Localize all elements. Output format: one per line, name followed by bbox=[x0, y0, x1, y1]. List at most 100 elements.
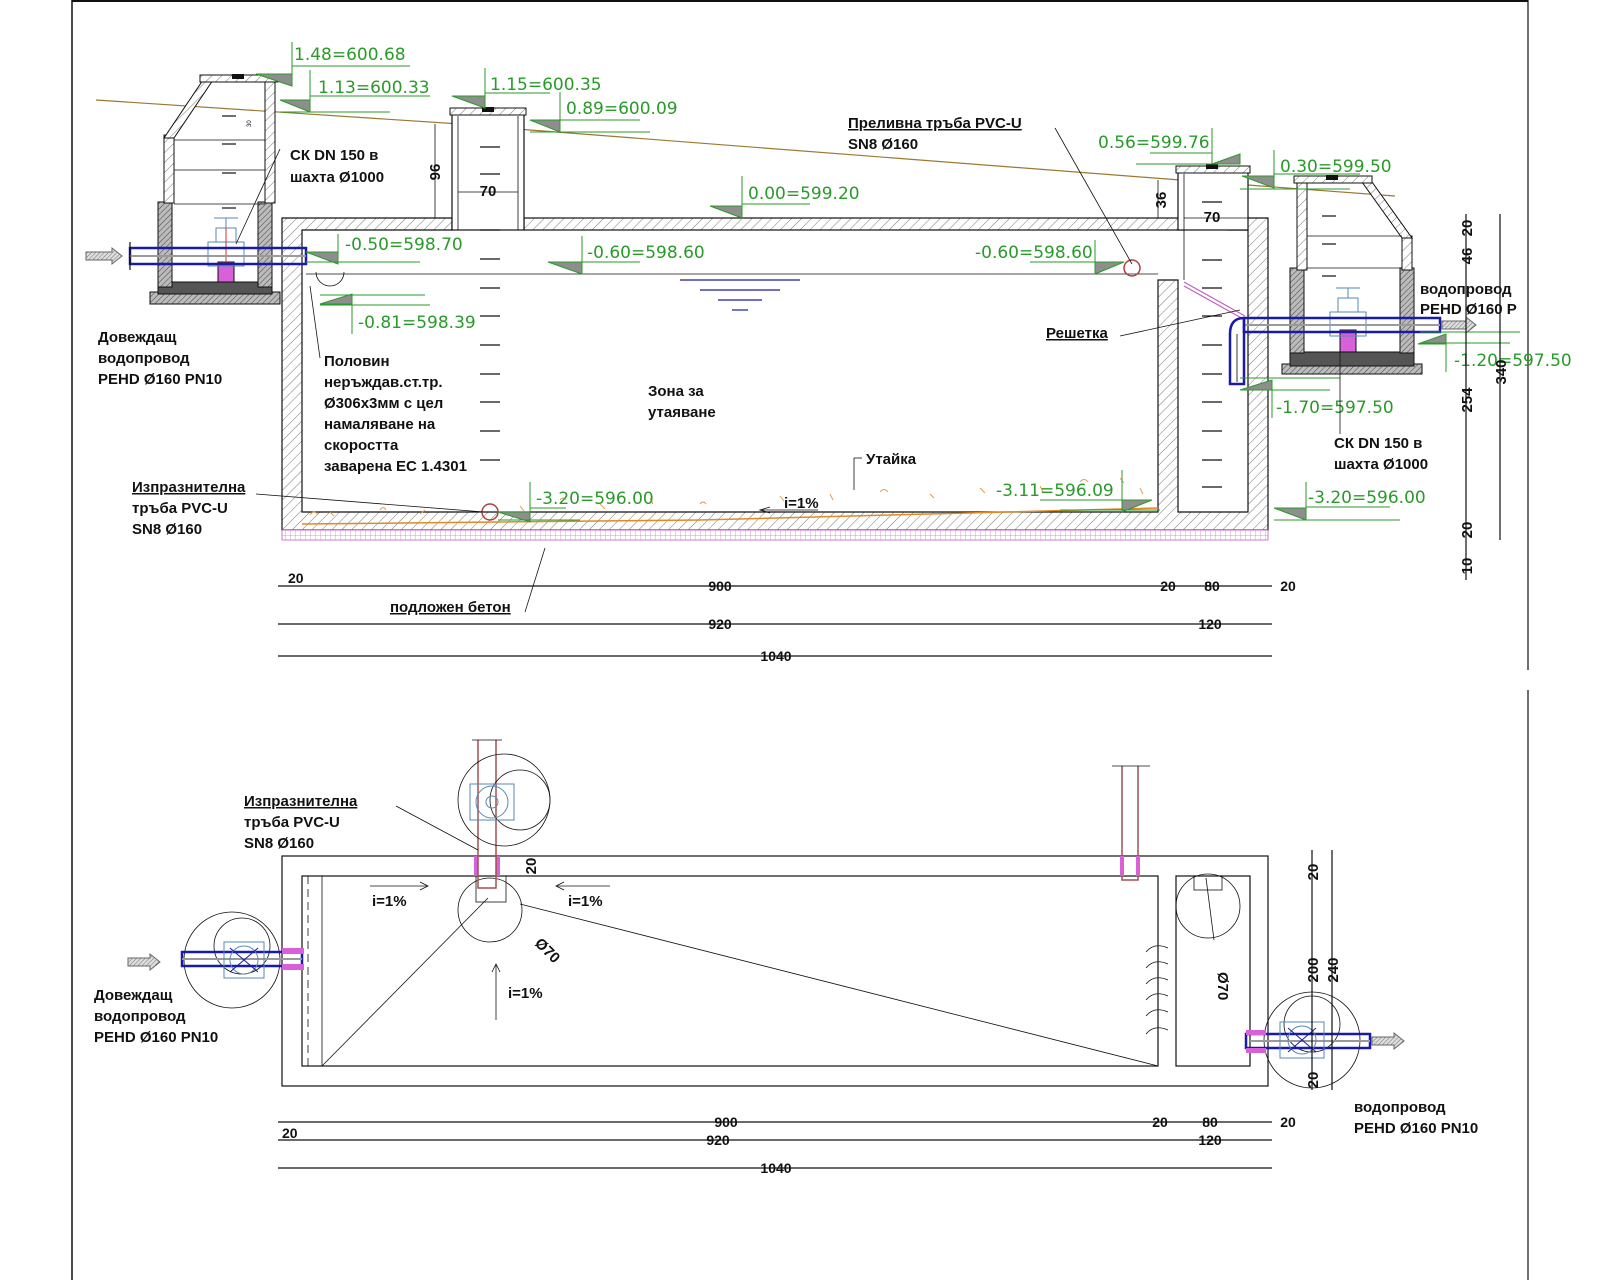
svg-text:-1.20=597.50: -1.20=597.50 bbox=[1454, 351, 1572, 371]
elevation-marker: -1.20=597.50 bbox=[1417, 331, 1572, 372]
svg-text:80: 80 bbox=[1204, 578, 1220, 594]
gate-valve-icon bbox=[207, 217, 245, 267]
svg-text:120: 120 bbox=[1198, 616, 1222, 632]
svg-text:PEHD Ø160 PN10: PEHD Ø160 PN10 bbox=[94, 1029, 218, 1046]
outlet-sump bbox=[1112, 765, 1241, 1035]
svg-text:1040: 1040 bbox=[760, 1160, 791, 1176]
overflow-pipe-label: Преливна тръба PVC-U bbox=[848, 115, 1022, 132]
sump-diameter-right: Ø70 bbox=[1214, 972, 1231, 1000]
svg-text:SN8 Ø160: SN8 Ø160 bbox=[132, 521, 202, 538]
riser1-width-dim: 70 bbox=[480, 183, 497, 200]
svg-text:20: 20 bbox=[1160, 578, 1176, 594]
svg-text:-0.81=598.39: -0.81=598.39 bbox=[358, 313, 476, 333]
svg-text:PEHD Ø160 P: PEHD Ø160 P bbox=[1420, 301, 1517, 318]
elevation-marker: 0.00=599.20 bbox=[709, 176, 860, 219]
elevation-marker: -3.20=596.00 bbox=[1273, 482, 1426, 521]
plan-slope-up: i=1% bbox=[508, 985, 543, 1002]
ground-line bbox=[95, 99, 1396, 197]
plan-outlet-chamber bbox=[1175, 875, 1251, 1067]
svg-text:водопровод: водопровод bbox=[98, 350, 190, 367]
elevation-marker: -0.50=598.70 bbox=[305, 234, 463, 265]
tank-walls bbox=[281, 217, 1269, 541]
svg-text:900: 900 bbox=[708, 578, 732, 594]
plan-settling-chamber bbox=[301, 875, 1159, 1067]
svg-text:PEHD Ø160 PN10: PEHD Ø160 PN10 bbox=[1354, 1120, 1478, 1137]
left-valve-shaft: 30 bbox=[149, 74, 281, 305]
riser-2: 36 70 bbox=[1153, 164, 1251, 488]
gate-valve-icon bbox=[1279, 1021, 1325, 1059]
svg-text:водопровод: водопровод bbox=[94, 1008, 186, 1025]
elevation-marker: 0.56=599.76 bbox=[1098, 128, 1241, 165]
svg-text:скоростта: скоростта bbox=[324, 437, 399, 454]
outlet-flow-arrow-icon bbox=[1371, 1031, 1405, 1051]
elevation-marker: -1.70=597.50 bbox=[1239, 377, 1394, 418]
riser1-height-dim: 96 bbox=[427, 164, 444, 181]
svg-text:200: 200 bbox=[1305, 957, 1322, 982]
elevation-marker: -3.11=596.09 bbox=[996, 470, 1160, 513]
svg-text:тръба PVC-U: тръба PVC-U bbox=[132, 500, 228, 517]
elevation-marker: -3.20=596.00 bbox=[497, 482, 654, 523]
svg-text:тръба PVC-U: тръба PVC-U bbox=[244, 814, 340, 831]
sump-diameter-left: Ø70 bbox=[531, 935, 563, 967]
half-pipe-label: Половин bbox=[324, 353, 390, 370]
svg-text:340: 340 bbox=[1493, 359, 1510, 384]
elevation-markers: 1.48=600.68 1.13=600.33 1.15=600.35 0.89… bbox=[255, 42, 1572, 523]
riser2-height-dim: 36 bbox=[1153, 192, 1170, 209]
plan-vertical-dims: 20 200 240 20 bbox=[1305, 850, 1342, 1090]
base-concrete bbox=[281, 529, 1269, 541]
svg-text:SN8 Ø160: SN8 Ø160 bbox=[244, 835, 314, 852]
plan-inlet-label: Довеждащ bbox=[94, 987, 173, 1004]
plan-outlet-valve bbox=[1244, 991, 1405, 1089]
inlet-flow-arrow-icon bbox=[85, 246, 123, 266]
slope-arrows bbox=[370, 881, 610, 1020]
svg-text:20: 20 bbox=[1459, 522, 1476, 539]
drain-sump bbox=[395, 739, 551, 943]
right-valve-shaft bbox=[1281, 175, 1423, 375]
svg-text:240: 240 bbox=[1325, 957, 1342, 982]
elevation-marker: 1.15=600.35 bbox=[451, 68, 602, 109]
grate-line bbox=[1183, 281, 1246, 317]
svg-text:-3.20=596.00: -3.20=596.00 bbox=[1308, 488, 1426, 508]
svg-text:-0.60=598.60: -0.60=598.60 bbox=[975, 243, 1093, 263]
plan-inlet-valve bbox=[127, 911, 304, 1009]
svg-text:заварена ЕС 1.4301: заварена ЕС 1.4301 bbox=[324, 458, 467, 475]
elevation-marker: 0.89=600.09 bbox=[529, 92, 678, 133]
gate-valve-icon bbox=[1329, 287, 1367, 337]
svg-text:10: 10 bbox=[1459, 558, 1476, 575]
svg-text:920: 920 bbox=[706, 1132, 730, 1148]
svg-text:SN8 Ø160: SN8 Ø160 bbox=[848, 136, 918, 153]
svg-text:120: 120 bbox=[1198, 1132, 1222, 1148]
base-concrete-label: подложен бетон bbox=[390, 599, 511, 616]
riser2-width-dim: 70 bbox=[1204, 209, 1221, 226]
plan-slope-right: i=1% bbox=[568, 893, 603, 910]
plan-labels: Изпразнителна тръба PVC-U SN8 Ø160 Довеж… bbox=[94, 793, 1478, 1137]
valve-right-label: СК DN 150 в bbox=[1334, 435, 1422, 452]
gate-valve-icon bbox=[469, 783, 515, 821]
inlet-label: Довеждащ bbox=[98, 329, 177, 346]
plan-outer-wall bbox=[281, 855, 1269, 1087]
leader-lines bbox=[235, 127, 1341, 613]
elevation-marker: -0.60=598.60 bbox=[975, 240, 1125, 275]
grate-arrows bbox=[1145, 945, 1169, 1035]
svg-text:1.48=600.68: 1.48=600.68 bbox=[294, 45, 406, 65]
drain-pipe-label: Изпразнителна bbox=[132, 479, 246, 496]
svg-text:неръждав.ст.тр.: неръждав.ст.тр. bbox=[324, 374, 443, 391]
svg-text:20: 20 bbox=[1459, 220, 1476, 237]
svg-text:утаяване: утаяване bbox=[648, 404, 716, 421]
svg-text:-1.70=597.50: -1.70=597.50 bbox=[1276, 398, 1394, 418]
svg-text:0.56=599.76: 0.56=599.76 bbox=[1098, 133, 1210, 153]
gate-valve-icon bbox=[223, 941, 265, 979]
elevation-marker: 1.13=600.33 bbox=[279, 70, 430, 113]
svg-text:20: 20 bbox=[1152, 1114, 1168, 1130]
svg-text:80: 80 bbox=[1202, 1114, 1218, 1130]
svg-text:20: 20 bbox=[282, 1125, 298, 1141]
section-horizontal-dims: 20 900 20 80 20 920 120 1040 bbox=[278, 570, 1296, 664]
svg-text:900: 900 bbox=[714, 1114, 738, 1130]
svg-text:-3.20=596.00: -3.20=596.00 bbox=[536, 489, 654, 509]
wall-thickness-dim: 20 bbox=[523, 858, 540, 875]
slope-label: i=1% bbox=[784, 495, 819, 512]
svg-text:920: 920 bbox=[708, 616, 732, 632]
plan-slope-left: i=1% bbox=[372, 893, 407, 910]
svg-text:-0.60=598.60: -0.60=598.60 bbox=[587, 243, 705, 263]
